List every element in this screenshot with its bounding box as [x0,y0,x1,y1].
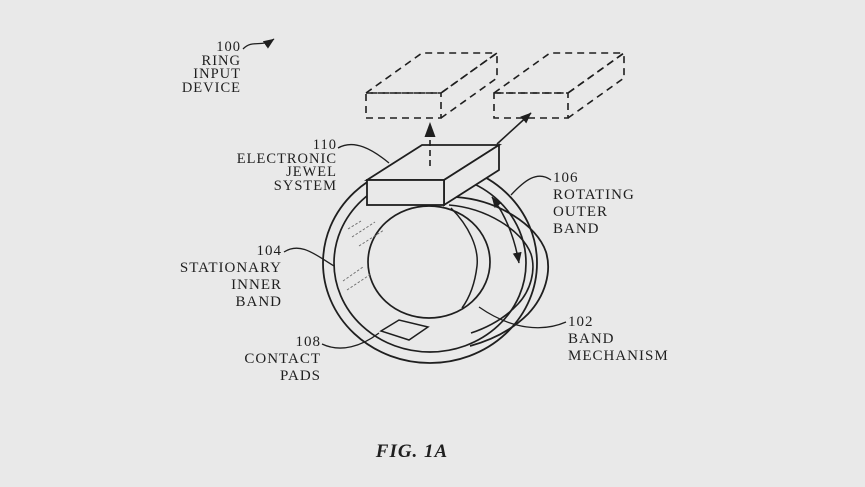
diagonal-motion-arrow [496,112,532,145]
finger-hole [367,205,491,319]
label-ring-input-device: 100 RING INPUT DEVICE [181,39,241,96]
ref-number-108: 108 [295,334,321,350]
ref-number-106: 106 [553,170,579,186]
up-motion-arrowhead [424,122,436,137]
dashed-box-right [491,51,627,119]
leader-lines [242,38,567,349]
leader-104 [283,247,335,267]
figure-caption: FIG. 1A [375,441,449,462]
ref-number-100: 100 [216,39,241,55]
ref-number-110: 110 [312,137,337,153]
ref-number-104: 104 [256,243,282,259]
rotation-arrow [491,196,522,264]
hole-back-edge [450,207,478,309]
label-electronic-jewel-system: 110 ELECTRONIC JEWEL SYSTEM [236,137,337,194]
leader-108 [321,332,380,349]
leader-102 [478,306,567,329]
label-stationary-inner-band: 104 STATIONARY INNER BAND [179,243,282,310]
surface-hatch-lines [342,220,385,291]
motion-arrows [424,112,532,264]
ref-number-102: 102 [568,314,594,330]
label-contact-pads: 108 CONTACT PADS [244,334,321,384]
contact-pads-plate [379,319,430,341]
dashed-motion-boxes [363,51,627,119]
leader-100 [242,38,275,50]
label-band-mechanism: 102 BAND MECHANISM [568,314,669,364]
leader-110 [337,143,390,164]
jewel-front-face [366,179,445,206]
label-rotating-outer-band: 106 ROTATING OUTER BAND [553,170,635,237]
jewel-box [363,143,503,207]
dashed-box-left [363,51,500,119]
leader-106 [510,175,552,196]
